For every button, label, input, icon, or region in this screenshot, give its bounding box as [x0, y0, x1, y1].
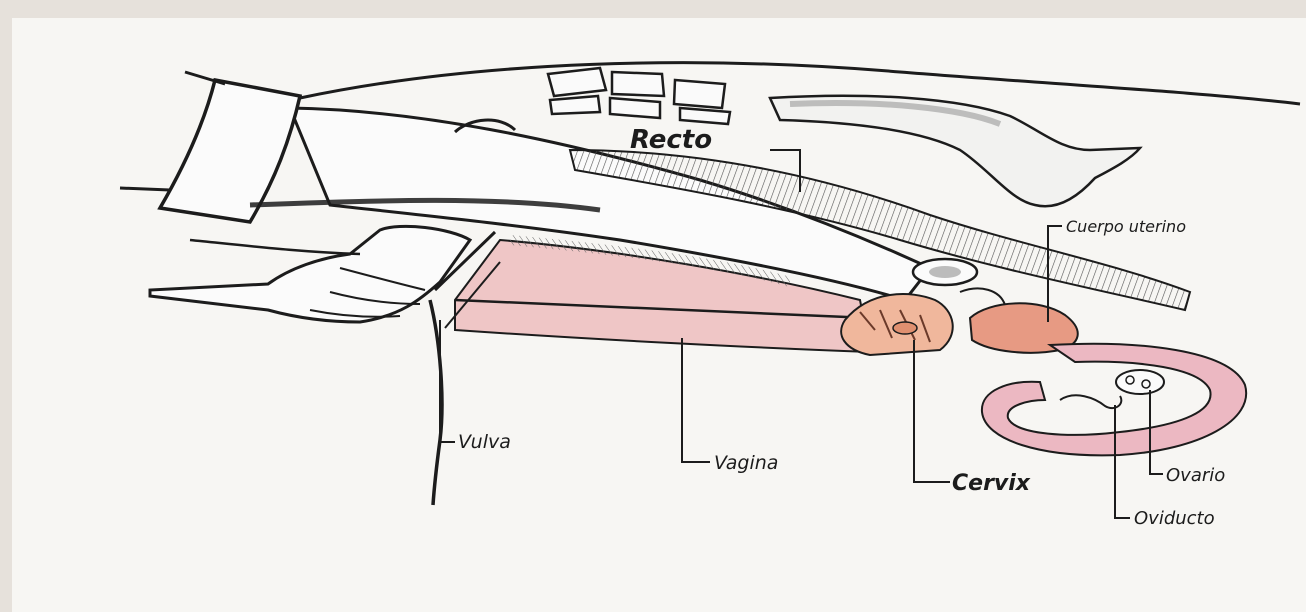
ovary: [1116, 370, 1164, 394]
label-vulva: Vulva: [458, 431, 511, 453]
label-cervix: Cervix: [952, 471, 1031, 496]
label-recto: Recto: [630, 125, 712, 155]
cuff: [160, 80, 300, 222]
label-cuerpo-uterino: Cuerpo uterino: [1066, 217, 1186, 236]
label-oviducto: Oviducto: [1134, 508, 1215, 529]
oviduct: [1060, 395, 1121, 408]
label-ovario: Ovario: [1166, 465, 1225, 486]
vertebrae: [548, 68, 730, 124]
label-vagina: Vagina: [714, 452, 778, 474]
